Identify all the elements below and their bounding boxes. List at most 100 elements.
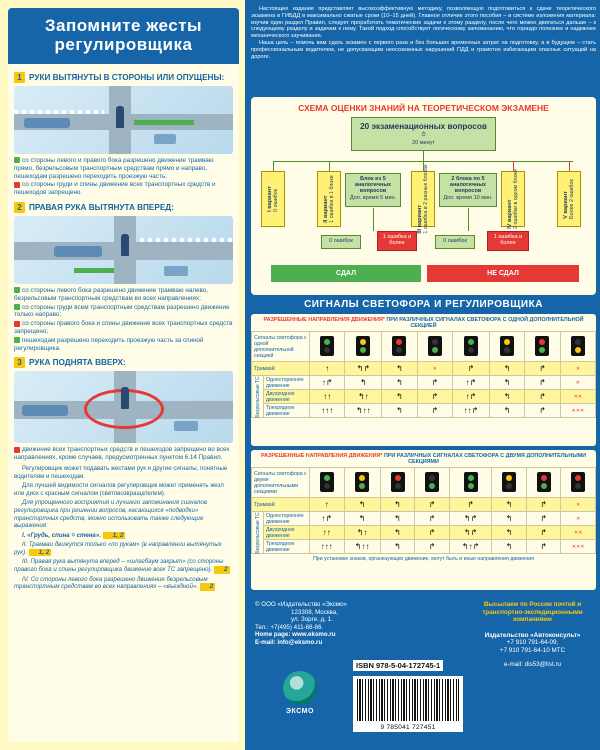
tip-2-tag: 1, 2 [28,548,52,557]
arrow-icon: ↰ [379,525,416,540]
section-1-item-2: со стороны груди и спины движение всех т… [14,181,216,197]
arrow-icon: ↰ [488,403,526,418]
barcode: 9 785041 727451 [353,676,463,732]
section-2-text: со стороны левого бока разрешено движени… [14,287,233,352]
eksmo-logo-icon [283,671,317,705]
tip-3-text: III. Правая рука вытянута вперед – «шлаг… [14,558,224,574]
table-2-row-tram: Трамвай [251,497,310,512]
signals-title: СИГНАЛЫ СВЕТОФОРА И РЕГУЛИРОВЩИКА [304,299,543,310]
arrow-icon: ↱ [414,539,450,554]
traffic-light-icon [308,331,346,362]
arrow-icon: ↱ [414,497,450,512]
logo-text: ЭКСМО [286,708,314,715]
table-footnote: При установке знаков, организующих движе… [313,556,534,562]
traffic-light-icon [414,467,450,498]
red-bullet-icon [14,446,20,453]
table-1-row-one-way: Одностороннее движение [263,375,310,390]
table-2-caption-blue: ПРИ РАЗЛИЧНЫХ СИГНАЛАХ СВЕТОФОРА С ДВУМЯ… [382,453,586,465]
table-1-caption-red: РАЗРЕШЕННЫЕ НАПРАВЛЕНИЯ ДВИЖЕНИЯ* [263,317,385,323]
arrow-icon: ↑↑ [309,525,345,540]
green-bullet-icon [14,303,20,310]
illustration-arm-raised [14,371,233,444]
arrow-icon: ↱ [524,389,561,404]
tips-intro: Для упрощенного восприятия и лучшего зап… [14,499,207,530]
table-2-caption: РАЗРЕШЕННЫЕ НАПРАВЛЕНИЯ ДВИЖЕНИЯ* ПРИ РА… [251,450,596,467]
main-time: ⏱ 20 минут [352,132,495,146]
section-2-item-1: со стороны левого бока разрешено движени… [14,286,209,302]
distrib-phone-2: +7 910 791-64-10 МТС [499,646,566,654]
block-b-time: Доп. время 10 мин. [443,194,493,201]
straight-arrow-icon: ↑ [308,361,346,376]
illustration-right-arm-forward [14,215,233,284]
arrow-icon: ↰ [344,375,383,390]
arrow-icon: ↰↑ [344,389,383,404]
publisher-line-3: ул. Зорге, д. 1. [291,616,333,624]
traffic-light-icon [344,331,383,362]
forbidden-icon: ✕ [560,511,596,526]
traffic-light-icon [451,331,490,362]
arrow-icon: ↑↱ [308,375,346,390]
tip-3-tag: 2 [213,566,230,574]
fork-arrow-icon: ↰↱ [344,361,383,376]
barcode-bars [357,679,459,721]
forbidden-icon: ✕ [560,497,596,512]
green-bullet-icon [14,337,20,344]
table-2-row-one-way: Одностороннее движение [263,511,310,526]
intro-text: Настоящее издание представляет высокоэфф… [251,6,596,60]
section-2-item-2: со стороны груди всем транспортным средс… [14,303,230,319]
table-2-header: Сигналы светофора с двумя дополнительным… [251,467,310,498]
arrow-icon: ↰ [343,497,381,512]
arrow-icon: ↑↑↑ [309,539,345,554]
traffic-light-icon [488,331,526,362]
section-1-item-1: со стороны левого и правого бока разреше… [14,157,214,180]
section-2-title: Правая рука вытянута вперед: [29,202,174,212]
publisher-line-4: Тел.: +7(495) 411-68-86. [255,623,324,631]
distrib-head: Высылаем по России почтой и транспортно-… [482,601,583,624]
arrow-icon: ↰↑↑ [343,539,381,554]
tip-1-tag: 1, 2 [102,531,126,540]
forbidden-icon: ✕✕ [560,525,596,540]
green-bullet-icon [14,157,20,164]
traffic-light-icon [381,331,418,362]
block-a-box: Блок из 5 аналогичных вопросов Доп. врем… [345,173,401,207]
right-column: Настоящее издание представляет высокоэфф… [245,0,600,750]
traffic-light-icon [524,331,561,362]
intro-paragraph-1: Настоящее издание представляет высокоэфф… [251,6,596,40]
section-2-item-4: пешеходам разрешено переходить проезжую … [14,336,204,352]
arrow-icon: ↰ [379,511,416,526]
distrib-email: e-mail: dis53@list.ru [503,660,562,668]
arrow-icon: ↱ [525,511,562,526]
arrow-icon: ↰ [381,403,418,418]
arrow-icon: ↱ [414,525,450,540]
traffic-light-icon [416,331,453,362]
err-a-box: 1 ошибка и более [377,231,417,251]
left-panel: Запомните жесты регулировщика 1 Руки выт… [8,8,239,742]
traffic-light-icon [491,467,527,498]
arrow-icon: ↱ [525,525,562,540]
table-1-header: Сигналы светофора с одной дополнительной… [251,331,310,362]
arrow-icon: ↱ [416,389,453,404]
traffic-light-icon [560,467,596,498]
publisher-line-6: E-mail: info@eksmo.ru [255,638,323,646]
table-1-row-tram: Трамвай [251,361,310,376]
section-1-title: Руки вытянуты в стороны или опущены: [29,73,225,82]
distributor-info: Высылаем по России почтой и транспортно-… [470,601,595,668]
arrow-icon: ↱ [524,375,561,390]
arrow-icon: ↰↱ [448,511,493,526]
section-3-title: Рука поднята вверх: [29,358,126,368]
fork-arrow-icon: ↱ [451,361,490,376]
forbidden-icon: ✕✕✕ [560,539,596,554]
tip-4-text: IV. Со стороны левого бока разрешено дви… [14,575,208,591]
section-2-head: 2 Правая рука вытянута вперед: [14,201,233,213]
variant-4-sub: 2 ошибки в одном блоке [513,169,519,229]
arrow-icon: ↱ [416,403,453,418]
variant-1-sub: 0 ошибок [273,188,279,212]
block-a-time: Доп. время 5 мин. [349,194,397,201]
traffic-light-icon [559,331,597,362]
main-time-label: 20 минут [412,140,435,146]
section-1-number: 1 [14,72,25,83]
arrow-icon: ↑↑↑ [308,403,346,418]
